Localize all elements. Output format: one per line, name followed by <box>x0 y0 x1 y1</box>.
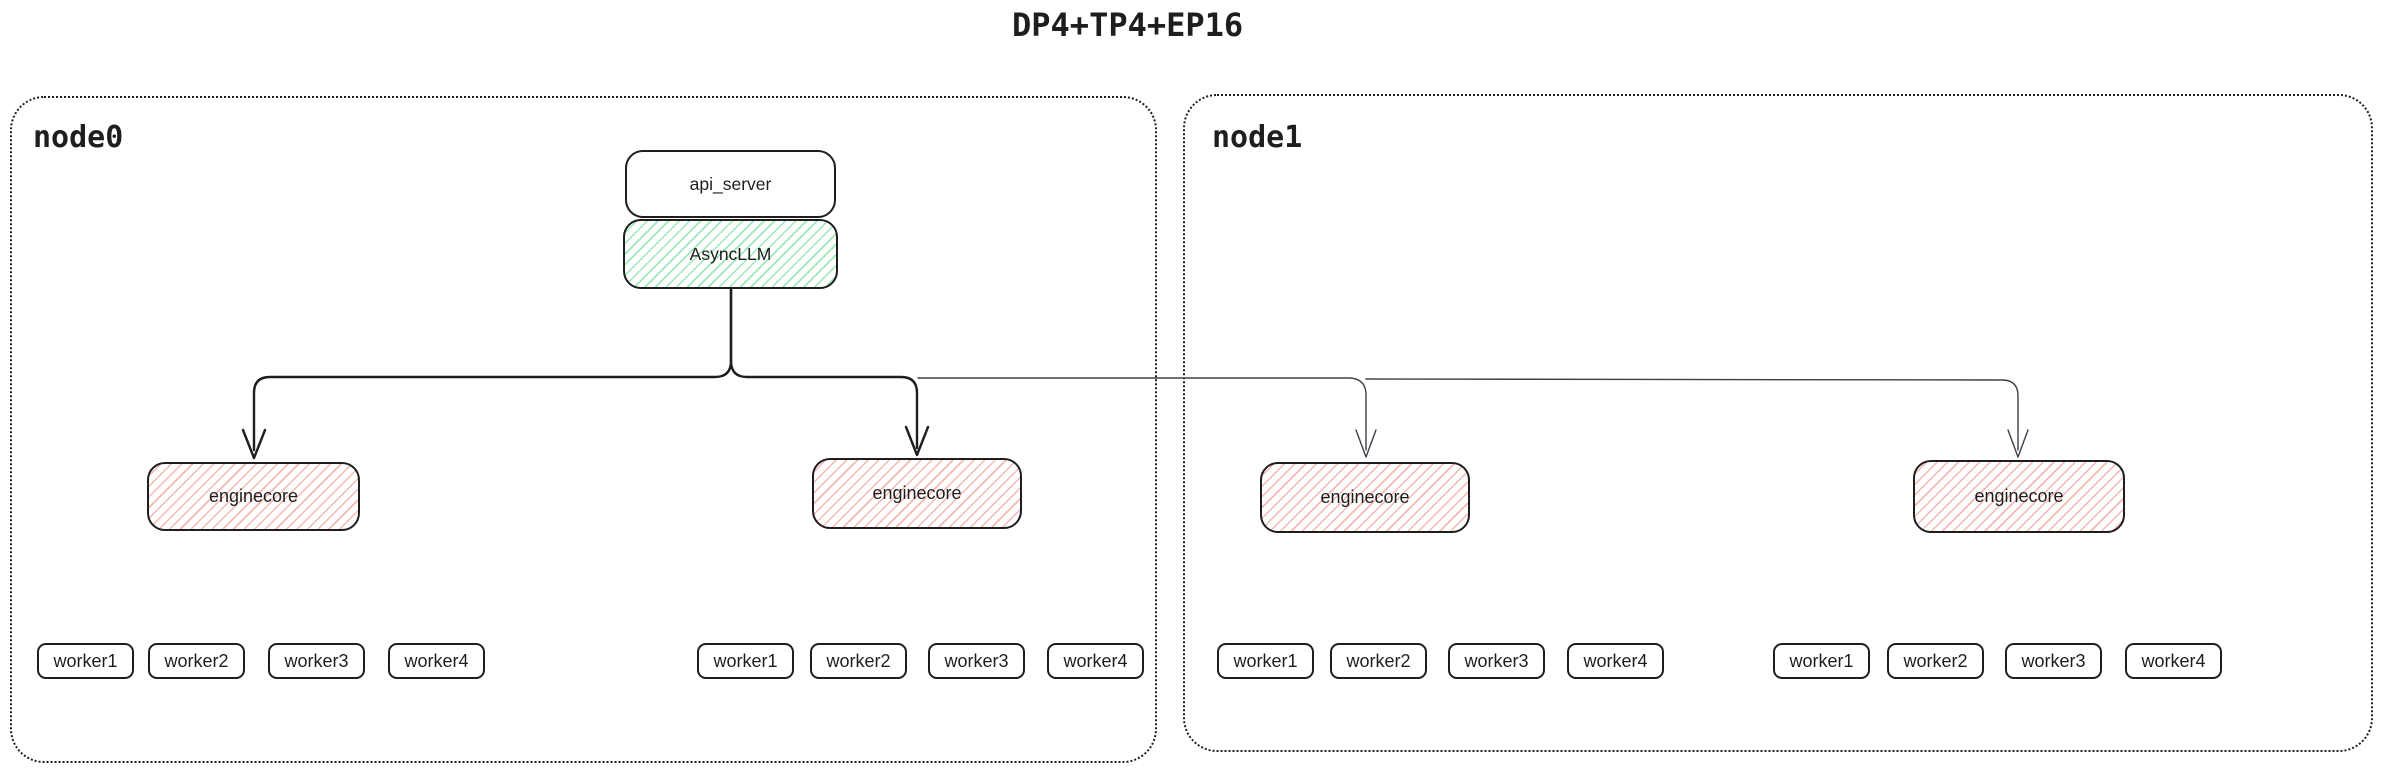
worker-label: worker1 <box>713 650 778 671</box>
worker-box: worker3 <box>1448 643 1545 679</box>
enginecore-label: enginecore <box>1320 487 1410 507</box>
worker-box: worker4 <box>1047 643 1144 679</box>
worker-box: worker2 <box>148 643 245 679</box>
node1-label: node1 <box>1212 120 1303 155</box>
worker-box: worker4 <box>2125 643 2222 679</box>
worker-box: worker2 <box>810 643 907 679</box>
worker-box: worker4 <box>388 643 485 679</box>
worker-box: worker2 <box>1330 643 1427 679</box>
worker-label: worker2 <box>1903 650 1968 671</box>
asyncllm-box: AsyncLLM <box>623 219 838 289</box>
worker-box: worker1 <box>37 643 134 679</box>
worker-label: worker2 <box>164 650 229 671</box>
worker-label: worker1 <box>1789 650 1854 671</box>
worker-box: worker2 <box>1887 643 1984 679</box>
api-server-box: api_server <box>625 150 836 218</box>
worker-label: worker4 <box>404 650 469 671</box>
worker-box: worker3 <box>268 643 365 679</box>
node0-label: node0 <box>33 120 124 155</box>
worker-label: worker3 <box>944 650 1009 671</box>
worker-label: worker2 <box>826 650 891 671</box>
enginecore-label: enginecore <box>1974 486 2064 506</box>
asyncllm-label: AsyncLLM <box>689 243 772 264</box>
worker-label: worker2 <box>1346 650 1411 671</box>
worker-box: worker1 <box>1217 643 1314 679</box>
worker-label: worker1 <box>53 650 118 671</box>
worker-label: worker4 <box>2141 650 2206 671</box>
worker-box: worker4 <box>1567 643 1664 679</box>
enginecore-label: enginecore <box>872 483 962 503</box>
enginecore-box-4: enginecore <box>1913 460 2125 533</box>
enginecore-box-2: enginecore <box>812 458 1022 529</box>
worker-label: worker4 <box>1063 650 1128 671</box>
enginecore-box-1: enginecore <box>147 462 360 531</box>
worker-box: worker3 <box>928 643 1025 679</box>
enginecore-box-3: enginecore <box>1260 462 1470 533</box>
worker-box: worker1 <box>1773 643 1870 679</box>
diagram-title: DP4+TP4+EP16 <box>1012 6 1244 44</box>
enginecore-label: enginecore <box>208 486 299 506</box>
worker-box: worker3 <box>2005 643 2102 679</box>
worker-box: worker1 <box>697 643 794 679</box>
worker-label: worker3 <box>284 650 349 671</box>
worker-label: worker3 <box>1464 650 1529 671</box>
api-server-label: api_server <box>689 173 772 194</box>
worker-label: worker1 <box>1233 650 1298 671</box>
worker-label: worker3 <box>2021 650 2086 671</box>
worker-label: worker4 <box>1583 650 1648 671</box>
